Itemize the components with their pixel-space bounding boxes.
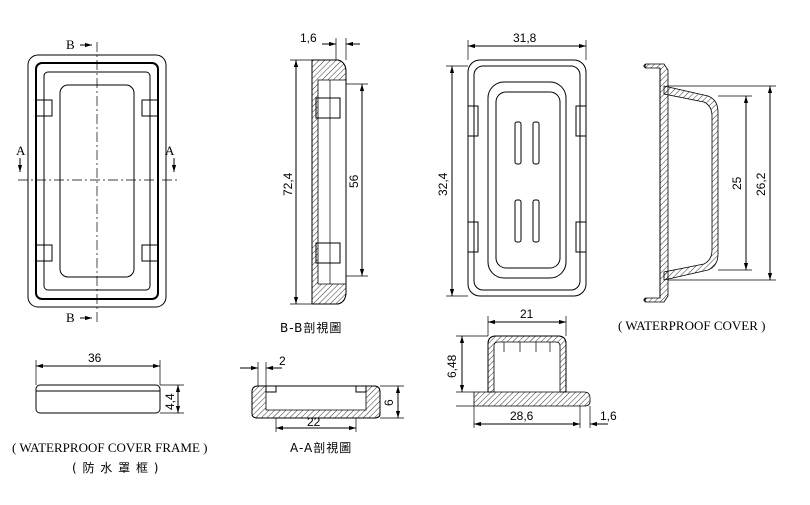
dim-6: 6 [382, 399, 396, 406]
dim-2: 2 [279, 354, 286, 368]
dim-32-4: 32,4 [436, 172, 450, 196]
dim-36: 36 [88, 351, 102, 365]
caption-frame-cn: ( 防 水 罩 框 ) [72, 460, 159, 475]
dim-56: 56 [347, 174, 361, 188]
dim-6-48: 6,48 [445, 354, 459, 378]
cover-front-view [446, 40, 587, 297]
dim-25: 25 [730, 176, 744, 190]
section-bb-view [290, 38, 368, 305]
section-marker-b-bottom: B [66, 310, 75, 325]
frame-front-view [17, 42, 180, 322]
section-aa-view [240, 362, 404, 432]
caption-section-aa: A-A剖視圖 [290, 440, 352, 455]
dim-72-4: 72,4 [281, 172, 295, 196]
dim-1-6-top: 1,6 [300, 31, 317, 45]
dim-31-8: 31,8 [513, 31, 537, 45]
section-marker-a-left: A [16, 143, 26, 158]
cover-profile-view [456, 316, 608, 428]
section-marker-b-top: B [66, 37, 75, 52]
dim-22: 22 [307, 415, 321, 429]
caption-section-bb: B-B剖視圖 [280, 320, 342, 335]
cover-side-view [643, 63, 776, 303]
dim-28-6: 28,6 [510, 409, 534, 423]
caption-frame: ( WATERPROOF COVER FRAME ) [12, 440, 208, 455]
caption-cover: ( WATERPROOF COVER ) [618, 318, 765, 333]
dim-26-2: 26,2 [754, 172, 768, 196]
dim-21: 21 [520, 307, 534, 321]
frame-side-view [35, 360, 184, 414]
section-marker-a-right: A [165, 143, 175, 158]
dim-1-6-bottom: 1,6 [600, 409, 617, 423]
dim-4-4: 4,4 [163, 393, 177, 410]
